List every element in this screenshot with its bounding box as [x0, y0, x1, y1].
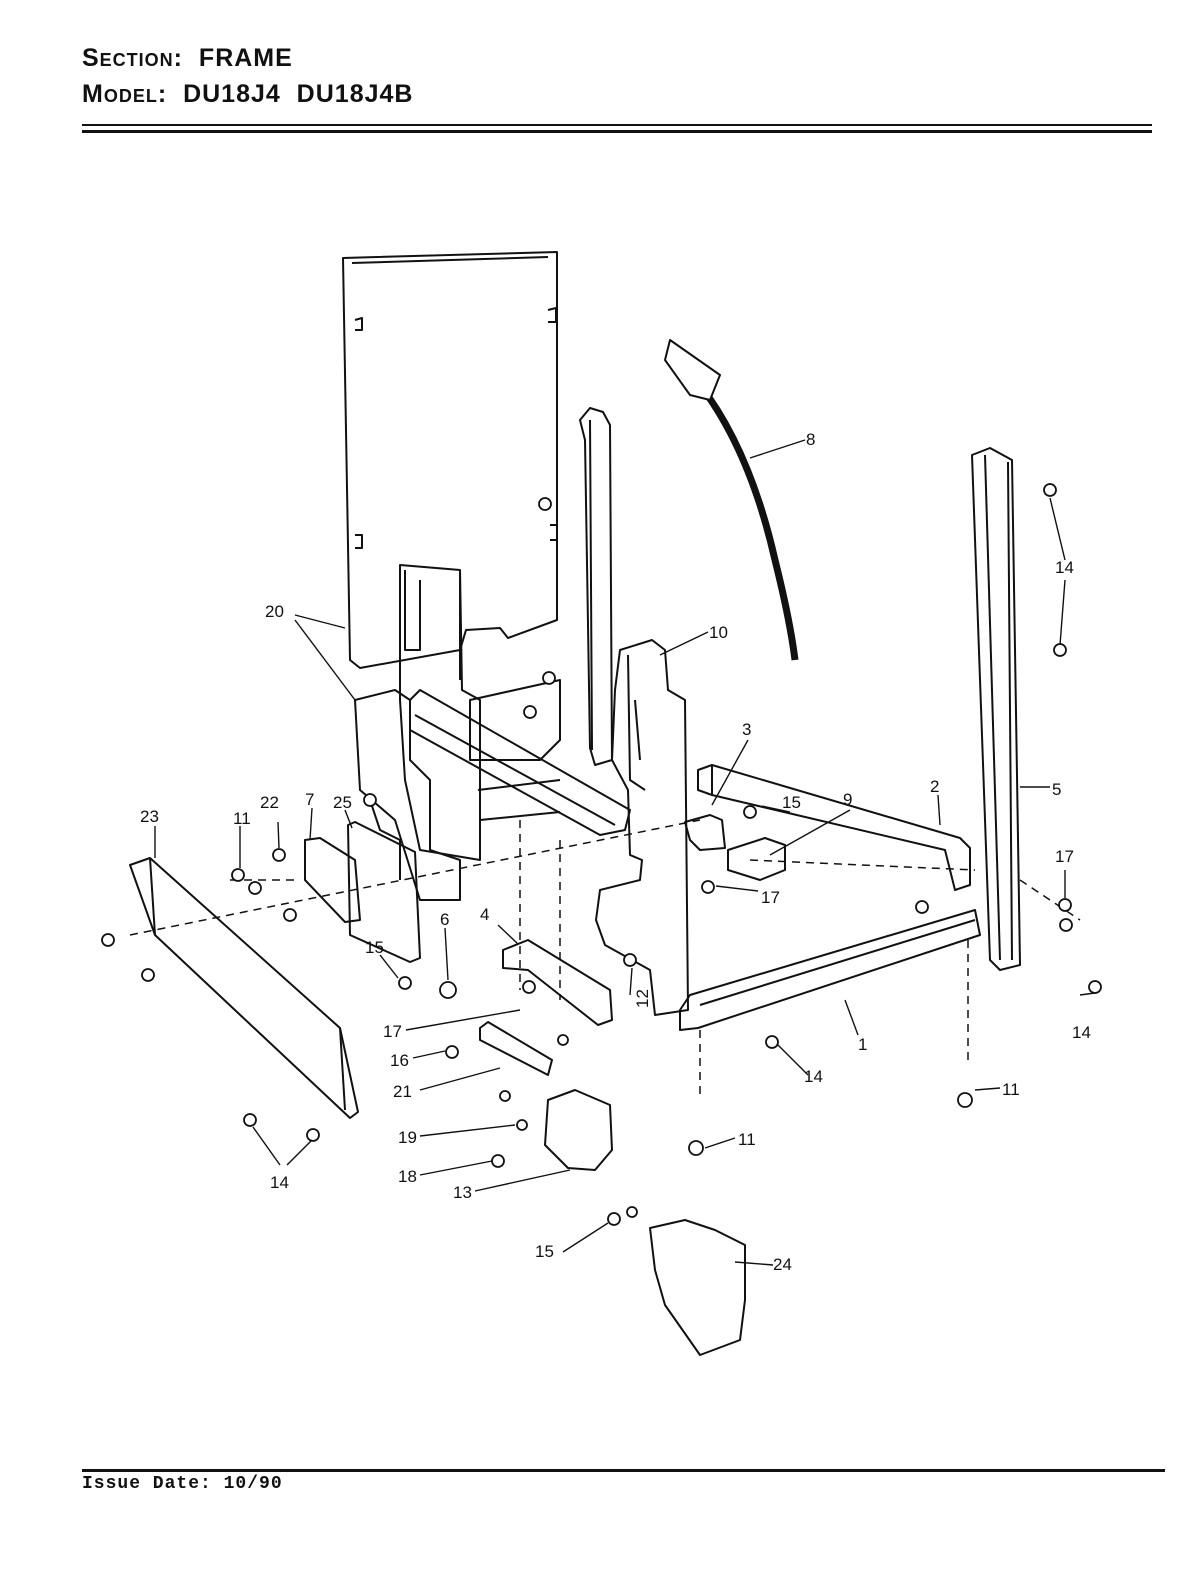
page-header: Section: FRAME Model: DU18J4 DU18J4B: [82, 40, 413, 112]
right-upright-part: [595, 639, 689, 1016]
callout-19: 19: [398, 1128, 417, 1147]
left-upright-part: [399, 564, 481, 861]
valve-13-part: [544, 1089, 613, 1171]
callout-21: 21: [393, 1082, 412, 1101]
callout-10: 10: [709, 623, 728, 642]
callout-17a: 17: [1055, 847, 1074, 866]
callout-14d: 14: [270, 1173, 289, 1192]
callout-11c: 11: [1002, 1080, 1020, 1099]
callout-5: 5: [1052, 780, 1061, 799]
callout-9: 9: [843, 790, 852, 809]
header-rule-thin: [82, 124, 1152, 126]
model-values: DU18J4 DU18J4B: [183, 80, 414, 108]
rear-panel-part: [342, 251, 558, 669]
callout-15b: 15: [365, 938, 384, 957]
model-line: Model: DU18J4 DU18J4B: [82, 76, 413, 112]
assembly-lines: [129, 819, 1081, 1100]
valve-24-part: [649, 1219, 746, 1356]
leader-lines: [154, 439, 1096, 1266]
callout-7: 7: [305, 790, 314, 809]
callout-11b: 11: [738, 1130, 756, 1149]
fasteners: [101, 483, 1102, 1226]
section-label: Section:: [82, 44, 184, 72]
section-value: FRAME: [198, 44, 293, 72]
callout-18: 18: [398, 1167, 417, 1186]
callout-13: 13: [453, 1183, 472, 1202]
callout-1: 1: [858, 1035, 867, 1054]
cross-bar-part: [409, 689, 631, 836]
callout-14a: 14: [1055, 558, 1074, 577]
callout-24: 24: [773, 1255, 792, 1274]
plate-25-part: [347, 821, 421, 963]
callout-4: 4: [480, 905, 489, 924]
callout-15c: 15: [535, 1242, 554, 1261]
side-rail-2-part: [697, 764, 971, 891]
footer-rule: [82, 1469, 1165, 1472]
section-line: Section: FRAME: [82, 40, 413, 76]
strip-21-part: [479, 1021, 553, 1076]
callout-23: 23: [140, 807, 159, 826]
callout-25: 25: [333, 793, 352, 812]
switch-9-part: [727, 837, 786, 881]
left-side-bracket-part: [354, 689, 461, 901]
callout-17c: 17: [383, 1022, 402, 1041]
header-rule-thick: [82, 130, 1152, 133]
callout-labels: 1 2 3 4 5 6 7 8 9 10 11 11 11 12 13 14 1…: [140, 430, 1091, 1274]
callout-14c: 14: [804, 1067, 823, 1086]
callout-16: 16: [390, 1051, 409, 1070]
base-channel-part: [469, 679, 561, 821]
bracket-7-part: [304, 837, 361, 923]
model-label: Model:: [82, 80, 168, 108]
callout-12: 12: [633, 989, 652, 1008]
callout-17b: 17: [761, 888, 780, 907]
bracket-3-part: [684, 814, 726, 851]
callout-15a: 15: [782, 793, 801, 812]
callout-8: 8: [806, 430, 815, 449]
bracket-4-part: [502, 939, 613, 1026]
angle-bar-23-part: [129, 857, 359, 1119]
callout-6: 6: [440, 910, 449, 929]
power-cord-8-part: [664, 339, 799, 661]
issue-date: Issue Date: 10/90: [82, 1474, 283, 1494]
callout-2: 2: [930, 777, 939, 796]
callout-20: 20: [265, 602, 284, 621]
vertical-rail-5-part: [971, 447, 1021, 971]
center-rail-part: [579, 407, 613, 766]
side-rail-1-part: [679, 909, 981, 1031]
callout-11a: 11: [233, 809, 251, 828]
callout-14b: 14: [1072, 1023, 1091, 1042]
callout-22: 22: [260, 793, 279, 812]
callout-3: 3: [742, 720, 751, 739]
